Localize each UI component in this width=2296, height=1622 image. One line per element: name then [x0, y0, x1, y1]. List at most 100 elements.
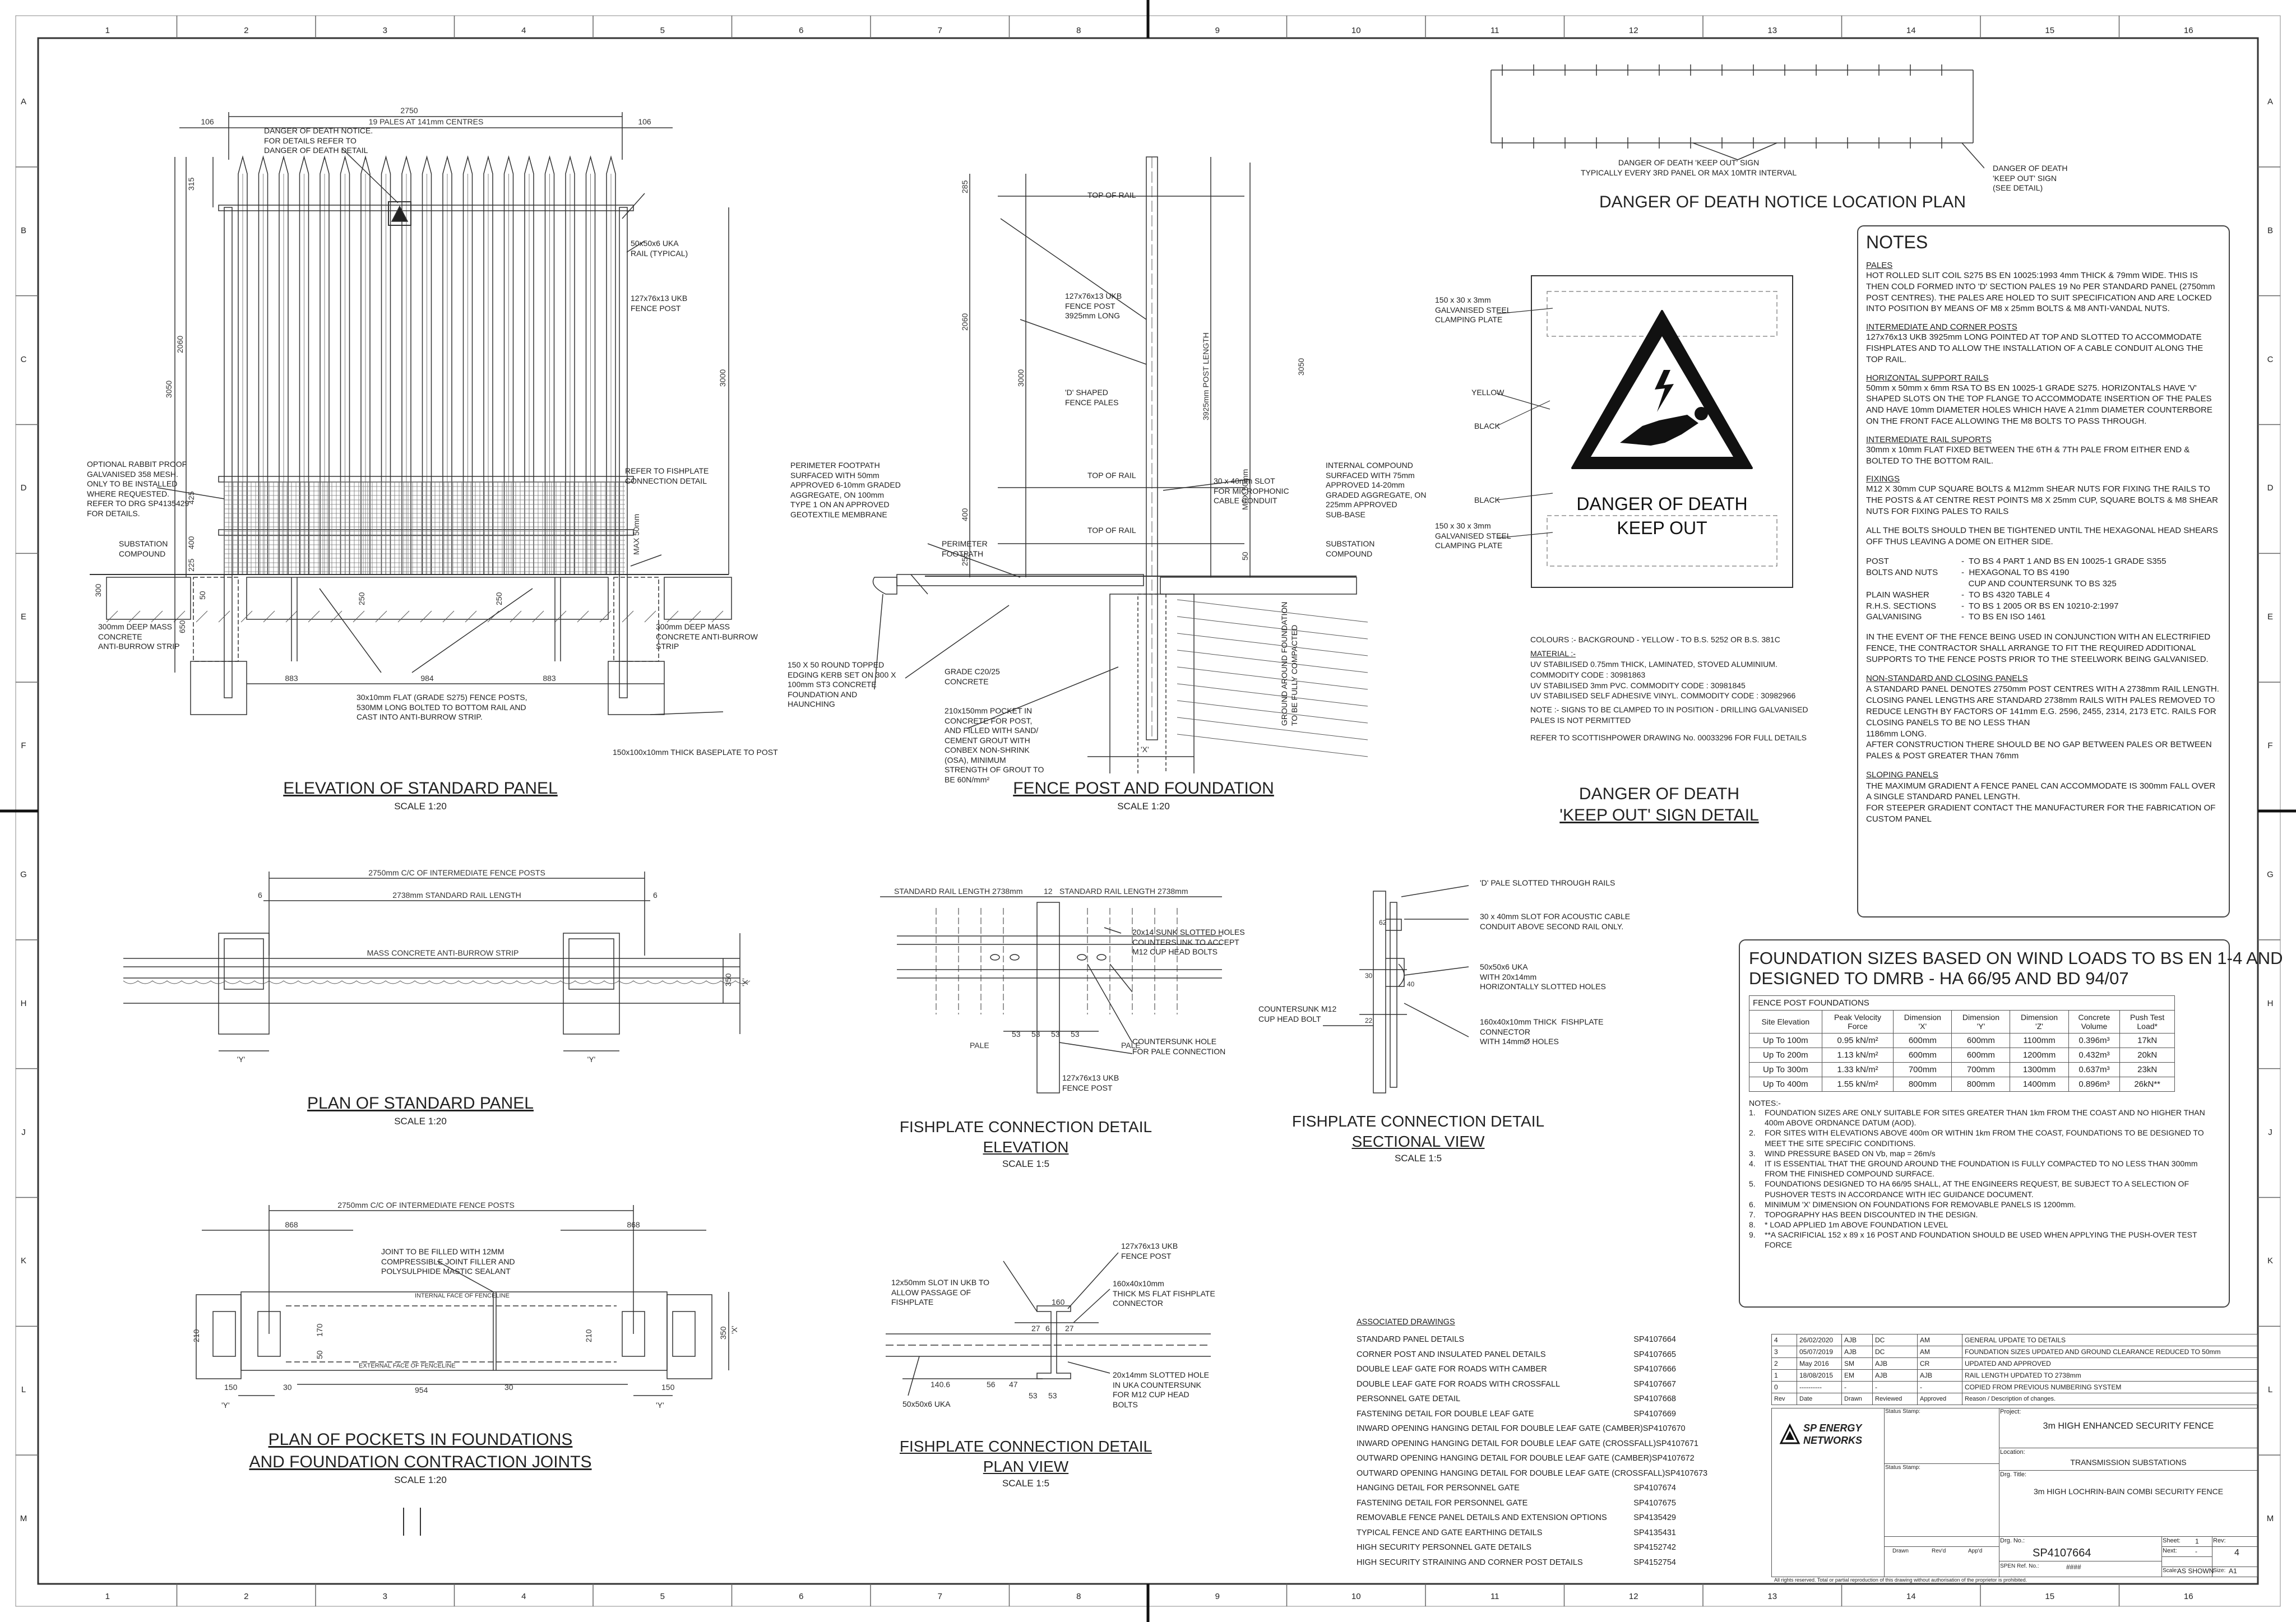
associated-drawing-number: SP4135431 — [1633, 1528, 1676, 1537]
project-name: 3m HIGH ENHANCED SECURITY FENCE — [2043, 1421, 2214, 1431]
foundation-cell: 600mm — [1951, 1048, 2011, 1063]
fishplate-plan-drawing: 160 27 6 27 140.6 56 47 53 53 — [886, 1252, 1211, 1400]
associated-drawing-number: SP4135429 — [1633, 1513, 1676, 1522]
svg-text:250: 250 — [494, 592, 503, 605]
logo-icon — [1779, 1423, 1800, 1444]
plan-panel-drawing: 2750mm C/C OF INTERMEDIATE FENCE POSTS 2… — [123, 868, 751, 1064]
grid-row-label: H — [2267, 998, 2274, 1008]
note-text: **A SACRIFICIAL 152 x 89 x 16 POST AND F… — [1765, 1230, 2197, 1250]
associated-drawing-number: SP4107671 — [1656, 1439, 1698, 1448]
title-block: SP ENERGY NETWORKS Status Stamp: Status … — [1771, 1408, 2258, 1577]
grid-col-label: 8 — [1076, 26, 1081, 35]
associated-drawing-name: HIGH SECURITY STRAINING AND CORNER POST … — [1357, 1558, 1583, 1567]
svg-text:53: 53 — [1031, 1030, 1040, 1039]
associated-drawing-number: SP4107665 — [1633, 1350, 1676, 1359]
grid-row-label: L — [21, 1385, 26, 1395]
notes-spec-item: R.H.S. SECTIONS — [1866, 601, 1937, 611]
plan-panel-title: PLAN OF STANDARD PANEL — [307, 1094, 534, 1113]
svg-text:2738mm STANDARD RAIL LENGTH: 2738mm STANDARD RAIL LENGTH — [392, 891, 521, 900]
foundation-cell: Up To 100m — [1749, 1033, 1822, 1048]
note-number: 3. — [1749, 1148, 1756, 1158]
svg-text:30: 30 — [1365, 972, 1373, 980]
foundation-cell: 1.33 kN/m² — [1821, 1062, 1894, 1077]
grid-col-label: 14 — [1906, 26, 1916, 35]
foundation-note: 6.MINIMUM 'X' DIMENSION ON FOUNDATIONS F… — [1749, 1199, 2220, 1209]
svg-text:350: 350 — [724, 973, 733, 986]
danger-sign: DANGER OF DEATH KEEP OUT — [1531, 275, 1793, 588]
foundation-note: 9.**A SACRIFICIAL 152 x 89 x 16 POST AND… — [1749, 1230, 2220, 1250]
notes-spec-row: POST- TO BS 4 PART 1 AND BS EN 10025-1 G… — [1866, 556, 2221, 567]
associated-drawing-row: HIGH SECURITY STRAINING AND CORNER POST … — [1357, 1555, 1676, 1570]
notes-section-body: M12 X 30mm CUP SQUARE BOLTS & M12mm SHEA… — [1866, 484, 2218, 516]
svg-text:'Y': 'Y' — [237, 1055, 246, 1064]
elev-label-rabbit-mesh: OPTIONAL RABBIT PROOF GALVANISED 358 MES… — [87, 460, 189, 518]
revision-cell: 05/07/2019 — [1797, 1346, 1842, 1358]
revision-cell: AJB — [1872, 1369, 1918, 1382]
foundation-col-header: Concrete Volume — [2068, 1010, 2121, 1034]
associated-drawing-number: SP4107666 — [1633, 1365, 1676, 1374]
associated-drawing-name: TYPICAL FENCE AND GATE EARTHING DETAILS — [1357, 1528, 1543, 1537]
svg-text:3050: 3050 — [1297, 358, 1306, 376]
grid-row-label: G — [20, 869, 27, 879]
revision-header: Rev — [1771, 1393, 1797, 1405]
svg-text:2060: 2060 — [175, 336, 184, 353]
grid-row-label: A — [2267, 96, 2273, 106]
note-text: FOUNDATION SIZES ARE ONLY SUITABLE FOR S… — [1765, 1108, 2205, 1128]
grid-col-label: 1 — [105, 26, 110, 35]
foundation-cell: 1.55 kN/m² — [1821, 1077, 1894, 1092]
foundation-cell: 1.13 kN/m² — [1821, 1048, 1894, 1063]
notes-spec-row: BOLTS AND NUTS- HEXAGONAL TO BS 4190 — [1866, 567, 2221, 578]
elev-label-rail: 50x50x6 UKA RAIL (TYPICAL) — [631, 239, 688, 258]
svg-text:883: 883 — [285, 674, 298, 683]
grid-row-label: A — [20, 96, 26, 106]
svg-text:225: 225 — [187, 558, 196, 572]
associated-drawing-name: OUTWARD OPENING HANGING DETAIL FOR DOUBL… — [1357, 1468, 1665, 1478]
svg-text:PALE: PALE — [1121, 1041, 1141, 1050]
sign-text-keep-out: KEEP OUT — [1617, 518, 1707, 538]
notes-spec-row: R.H.S. SECTIONS - TO BS 1 2005 OR BS EN 1… — [1866, 601, 2221, 612]
post-label-slot: 30 x 40mm SLOT FOR MICROPHONIC CABLE CON… — [1214, 476, 1289, 505]
revision-cell: DC — [1872, 1334, 1918, 1346]
svg-text:53: 53 — [1051, 1030, 1060, 1039]
svg-text:210: 210 — [192, 1329, 201, 1342]
associated-drawing-name: INWARD OPENING HANGING DETAIL FOR DOUBLE… — [1357, 1439, 1656, 1448]
svg-text:2060: 2060 — [960, 313, 969, 331]
associated-drawing-number: SP4107670 — [1642, 1424, 1686, 1433]
grid-col-label: 12 — [1628, 26, 1638, 35]
svg-text:22: 22 — [1365, 1017, 1373, 1025]
notes-spec-item: GALVANISING — [1866, 612, 1922, 622]
svg-text:868: 868 — [627, 1220, 640, 1229]
grid-col-label: 2 — [244, 26, 249, 35]
notes-section-body: 50mm x 50mm x 6mm RSA TO BS EN 10025-1 G… — [1866, 383, 2212, 426]
associated-drawing-row: REMOVABLE FENCE PANEL DETAILS AND EXTENS… — [1357, 1510, 1676, 1526]
grid-row-label: F — [2267, 741, 2273, 751]
grid-col-label: 3 — [382, 1592, 387, 1601]
revision-cell: May 2016 — [1797, 1357, 1842, 1370]
grid-col-label: 13 — [1767, 26, 1777, 35]
revision-cell: AM — [1917, 1334, 1962, 1346]
elev-label-fishplate-ref: REFER TO FISHPLATE CONNECTION DETAIL — [625, 466, 709, 485]
revision-cell: SM — [1841, 1357, 1873, 1370]
foundation-cell: 0.637m³ — [2068, 1062, 2121, 1077]
foundation-col-header: Dimension 'X' — [1893, 1010, 1952, 1034]
svg-text:MAX 50mm: MAX 50mm — [632, 514, 641, 555]
svg-text:53: 53 — [1029, 1391, 1038, 1400]
notes-section-body: 30mm x 10mm FLAT FIXED BETWEEN THE 6TH &… — [1866, 444, 2190, 466]
grid-col-label: 3 — [382, 26, 387, 35]
svg-text:350: 350 — [719, 1326, 728, 1340]
svg-text:56: 56 — [987, 1380, 996, 1389]
elev-label-flat-posts: 30x10mm FLAT (GRADE S275) FENCE POSTS, 5… — [357, 693, 527, 721]
notes-spec-value: - TO BS 1 2005 OR BS EN 10210-2:1997 — [1961, 601, 2119, 611]
elev-label-danger-notice: DANGER OF DEATH NOTICE. FOR DETAILS REFE… — [264, 126, 373, 155]
grid-col-label: 1 — [105, 1592, 110, 1601]
svg-text:STANDARD RAIL LENGTH 2738mm: STANDARD RAIL LENGTH 2738mm — [894, 887, 1023, 896]
grid-row-label: E — [2267, 612, 2273, 622]
grid-col-label: 11 — [1490, 26, 1499, 35]
note-number: 4. — [1749, 1158, 1756, 1168]
notes-spec-value: - TO BS 4 PART 1 AND BS EN 10025-1 GRADE… — [1961, 557, 2167, 567]
